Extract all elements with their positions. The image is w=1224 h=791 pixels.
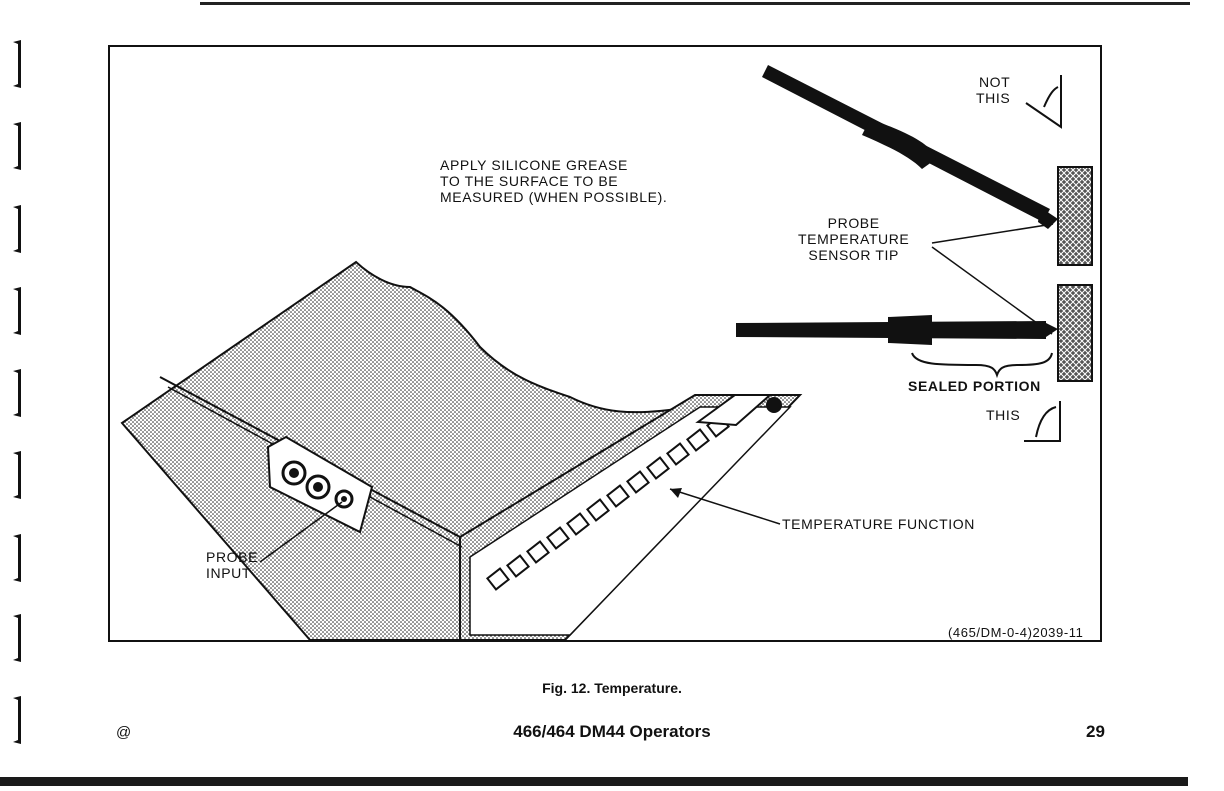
angle-icon-this — [1024, 401, 1060, 441]
bottom-rule — [0, 777, 1188, 786]
figure-frame: APPLY SILICONE GREASE TO THE SURFACE TO … — [108, 45, 1102, 642]
temperature-illustration — [110, 47, 1100, 640]
binder-mark-icon — [12, 120, 22, 172]
not-this-label: NOT THIS — [976, 74, 1010, 106]
probe-angled — [762, 65, 1058, 229]
top-rule — [200, 2, 1190, 5]
probe-sensor-tip-label: PROBE TEMPERATURE SENSOR TIP — [798, 215, 909, 263]
angle-icon-not-this — [1026, 75, 1061, 127]
binder-mark-icon — [12, 38, 22, 90]
probe-input-label: PROBE INPUT — [206, 549, 258, 581]
figure-code: (465/DM-0-4)2039-11 — [948, 625, 1083, 641]
page-number: 29 — [1086, 722, 1105, 742]
binder-mark-icon — [12, 285, 22, 337]
this-label: THIS — [986, 407, 1020, 423]
binder-mark-icon — [12, 612, 22, 664]
sealed-portion-label: SEALED PORTION — [908, 378, 1041, 394]
instruction-label: APPLY SILICONE GREASE TO THE SURFACE TO … — [440, 157, 667, 205]
figure-caption: Fig. 12. Temperature. — [0, 680, 1224, 696]
probe-horizontal — [736, 315, 1058, 345]
binder-mark-icon — [12, 367, 22, 419]
footer-title: 466/464 DM44 Operators — [0, 722, 1224, 742]
binder-mark-icon — [12, 449, 22, 501]
surface-bottom — [1058, 285, 1092, 381]
binder-mark-icon — [12, 203, 22, 255]
surface-top — [1058, 167, 1092, 265]
temperature-function-label: TEMPERATURE FUNCTION — [782, 516, 975, 532]
binder-mark-icon — [12, 532, 22, 584]
